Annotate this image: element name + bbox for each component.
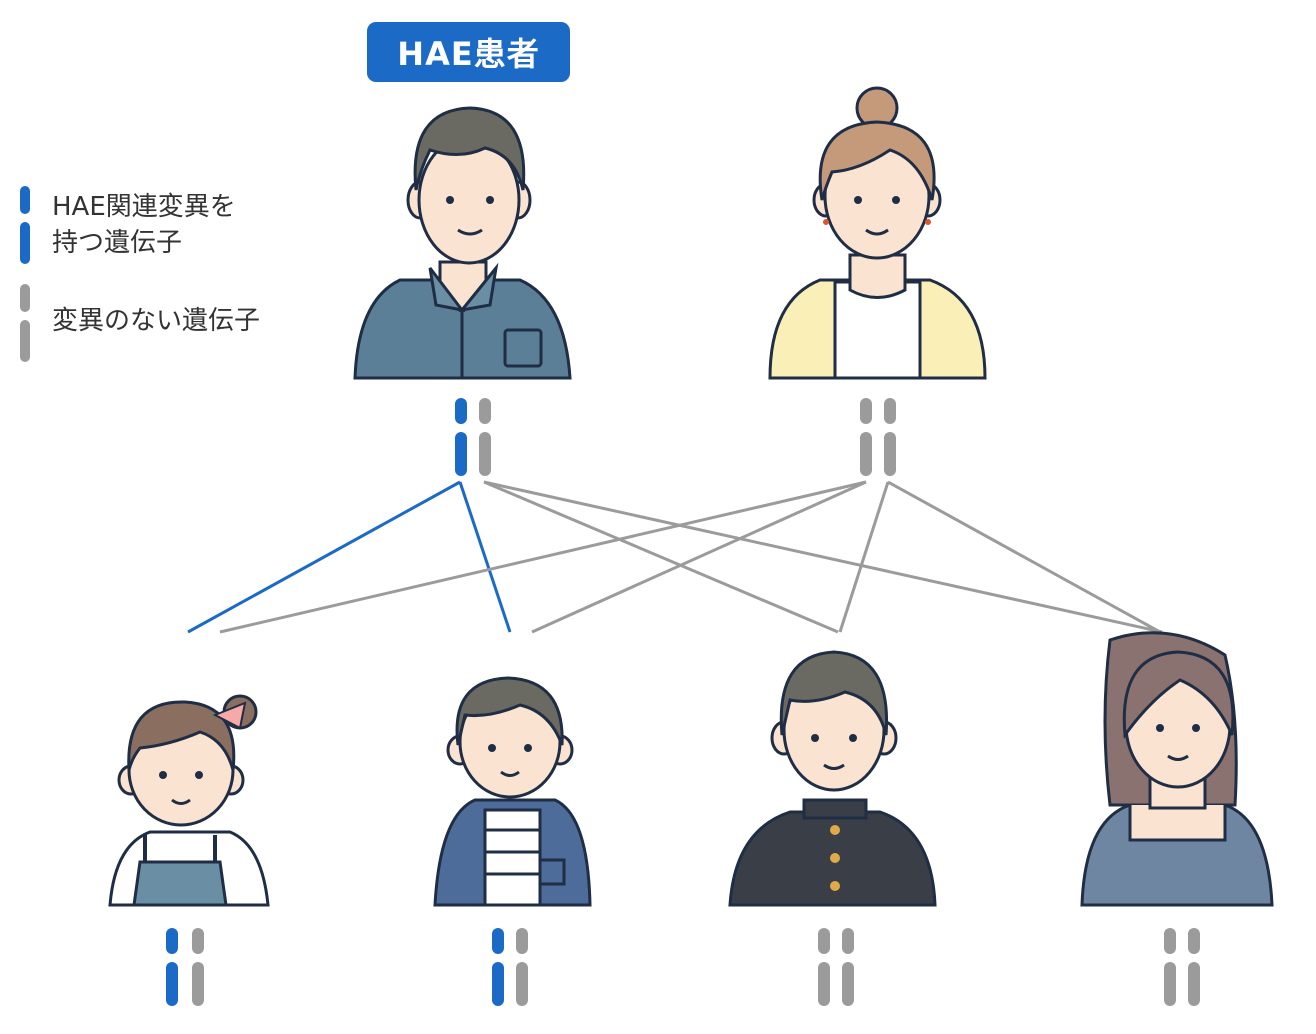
line-father-normal-to-child3: [483, 480, 839, 634]
son-teen-figure: [728, 650, 937, 907]
mother-figure: [768, 86, 987, 380]
mother-chromosomes: [860, 398, 896, 476]
legend-normal-label: 変異のない遺伝子: [52, 306, 261, 336]
child4-chromosomes: [1164, 928, 1200, 1006]
line-father-normal-to-child4: [483, 480, 1163, 634]
father-allele-normal-bottom: [479, 432, 491, 476]
daughter-young-figure: [108, 694, 270, 907]
legend-normal-swatch-bottom: [20, 320, 30, 362]
child3-chromosomes: [818, 928, 854, 1006]
legend-mutated-label-1: HAE関連変異を: [52, 192, 236, 222]
line-father-mutated-to-child2: [458, 481, 512, 633]
father-allele-mutated-bottom: [455, 432, 467, 476]
legend-mutated-swatch-bottom: [20, 222, 30, 264]
son-young-figure: [433, 676, 592, 907]
child2-chromosomes: [492, 928, 528, 1006]
line-mother-to-child3: [838, 481, 890, 633]
father-figure: [353, 106, 572, 380]
father-chromosomes: [455, 398, 491, 476]
legend-mutated-swatch-top: [20, 186, 30, 214]
daughter-adult-figure: [1080, 631, 1274, 907]
child1-chromosomes: [166, 928, 204, 1006]
line-father-mutated-to-child1: [187, 480, 461, 634]
hae-patient-badge: HAE患者: [367, 22, 570, 82]
inheritance-lines: [187, 480, 1163, 634]
line-mother-to-child2: [531, 480, 867, 634]
father-allele-normal-top: [479, 398, 491, 424]
legend-normal-swatch-top: [20, 284, 30, 312]
father-allele-mutated-top: [455, 398, 467, 424]
line-mother-to-child4: [887, 480, 1161, 634]
legend-mutated-label-2: 持つ遺伝子: [52, 228, 183, 258]
line-mother-to-child1: [219, 480, 867, 634]
